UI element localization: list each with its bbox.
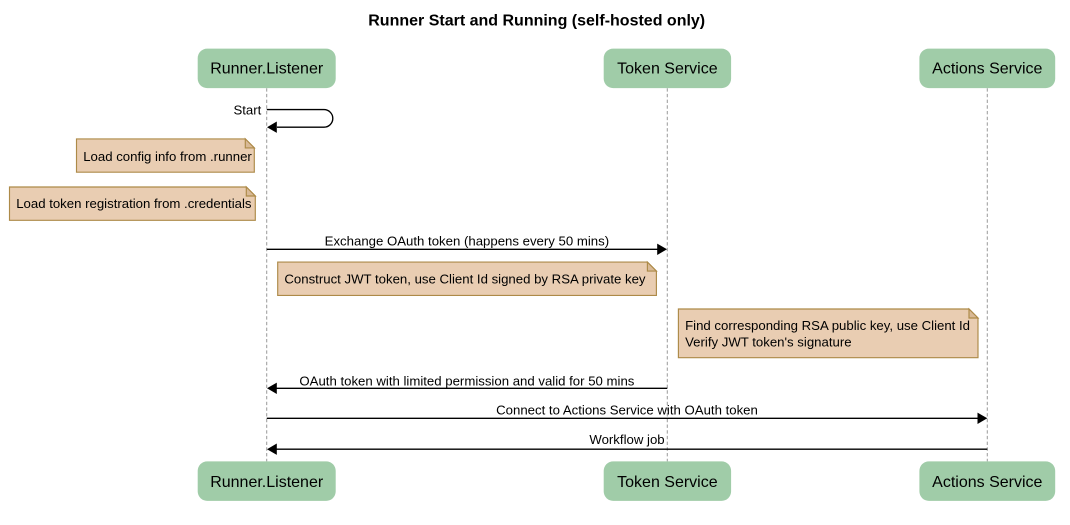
svg-text:Construct JWT token, use Clien: Construct JWT token, use Client Id signe… [284, 271, 646, 286]
svg-text:Verify JWT token's signature: Verify JWT token's signature [685, 335, 851, 350]
svg-text:Runner Start and Running (self: Runner Start and Running (self-hosted on… [368, 13, 705, 30]
svg-text:Runner.Listener: Runner.Listener [210, 61, 324, 78]
svg-text:Start: Start [233, 102, 261, 117]
svg-text:Load config info from .runner: Load config info from .runner [83, 149, 252, 164]
svg-text:Actions Service: Actions Service [932, 474, 1042, 491]
svg-text:Actions Service: Actions Service [932, 61, 1042, 78]
svg-text:Runner.Listener: Runner.Listener [210, 474, 324, 491]
svg-text:Connect to Actions Service wit: Connect to Actions Service with OAuth to… [496, 403, 758, 418]
svg-text:Load token registration from .: Load token registration from .credential… [16, 196, 252, 211]
svg-text:Workflow job: Workflow job [589, 432, 664, 447]
svg-text:Find corresponding RSA public: Find corresponding RSA public key, use C… [685, 318, 970, 333]
svg-text:OAuth token with limited permi: OAuth token with limited permission and … [299, 374, 634, 389]
svg-text:Exchange OAuth token (happens: Exchange OAuth token (happens every 50 m… [325, 234, 609, 249]
svg-text:Token Service: Token Service [617, 474, 718, 491]
svg-text:Token Service: Token Service [617, 61, 718, 78]
